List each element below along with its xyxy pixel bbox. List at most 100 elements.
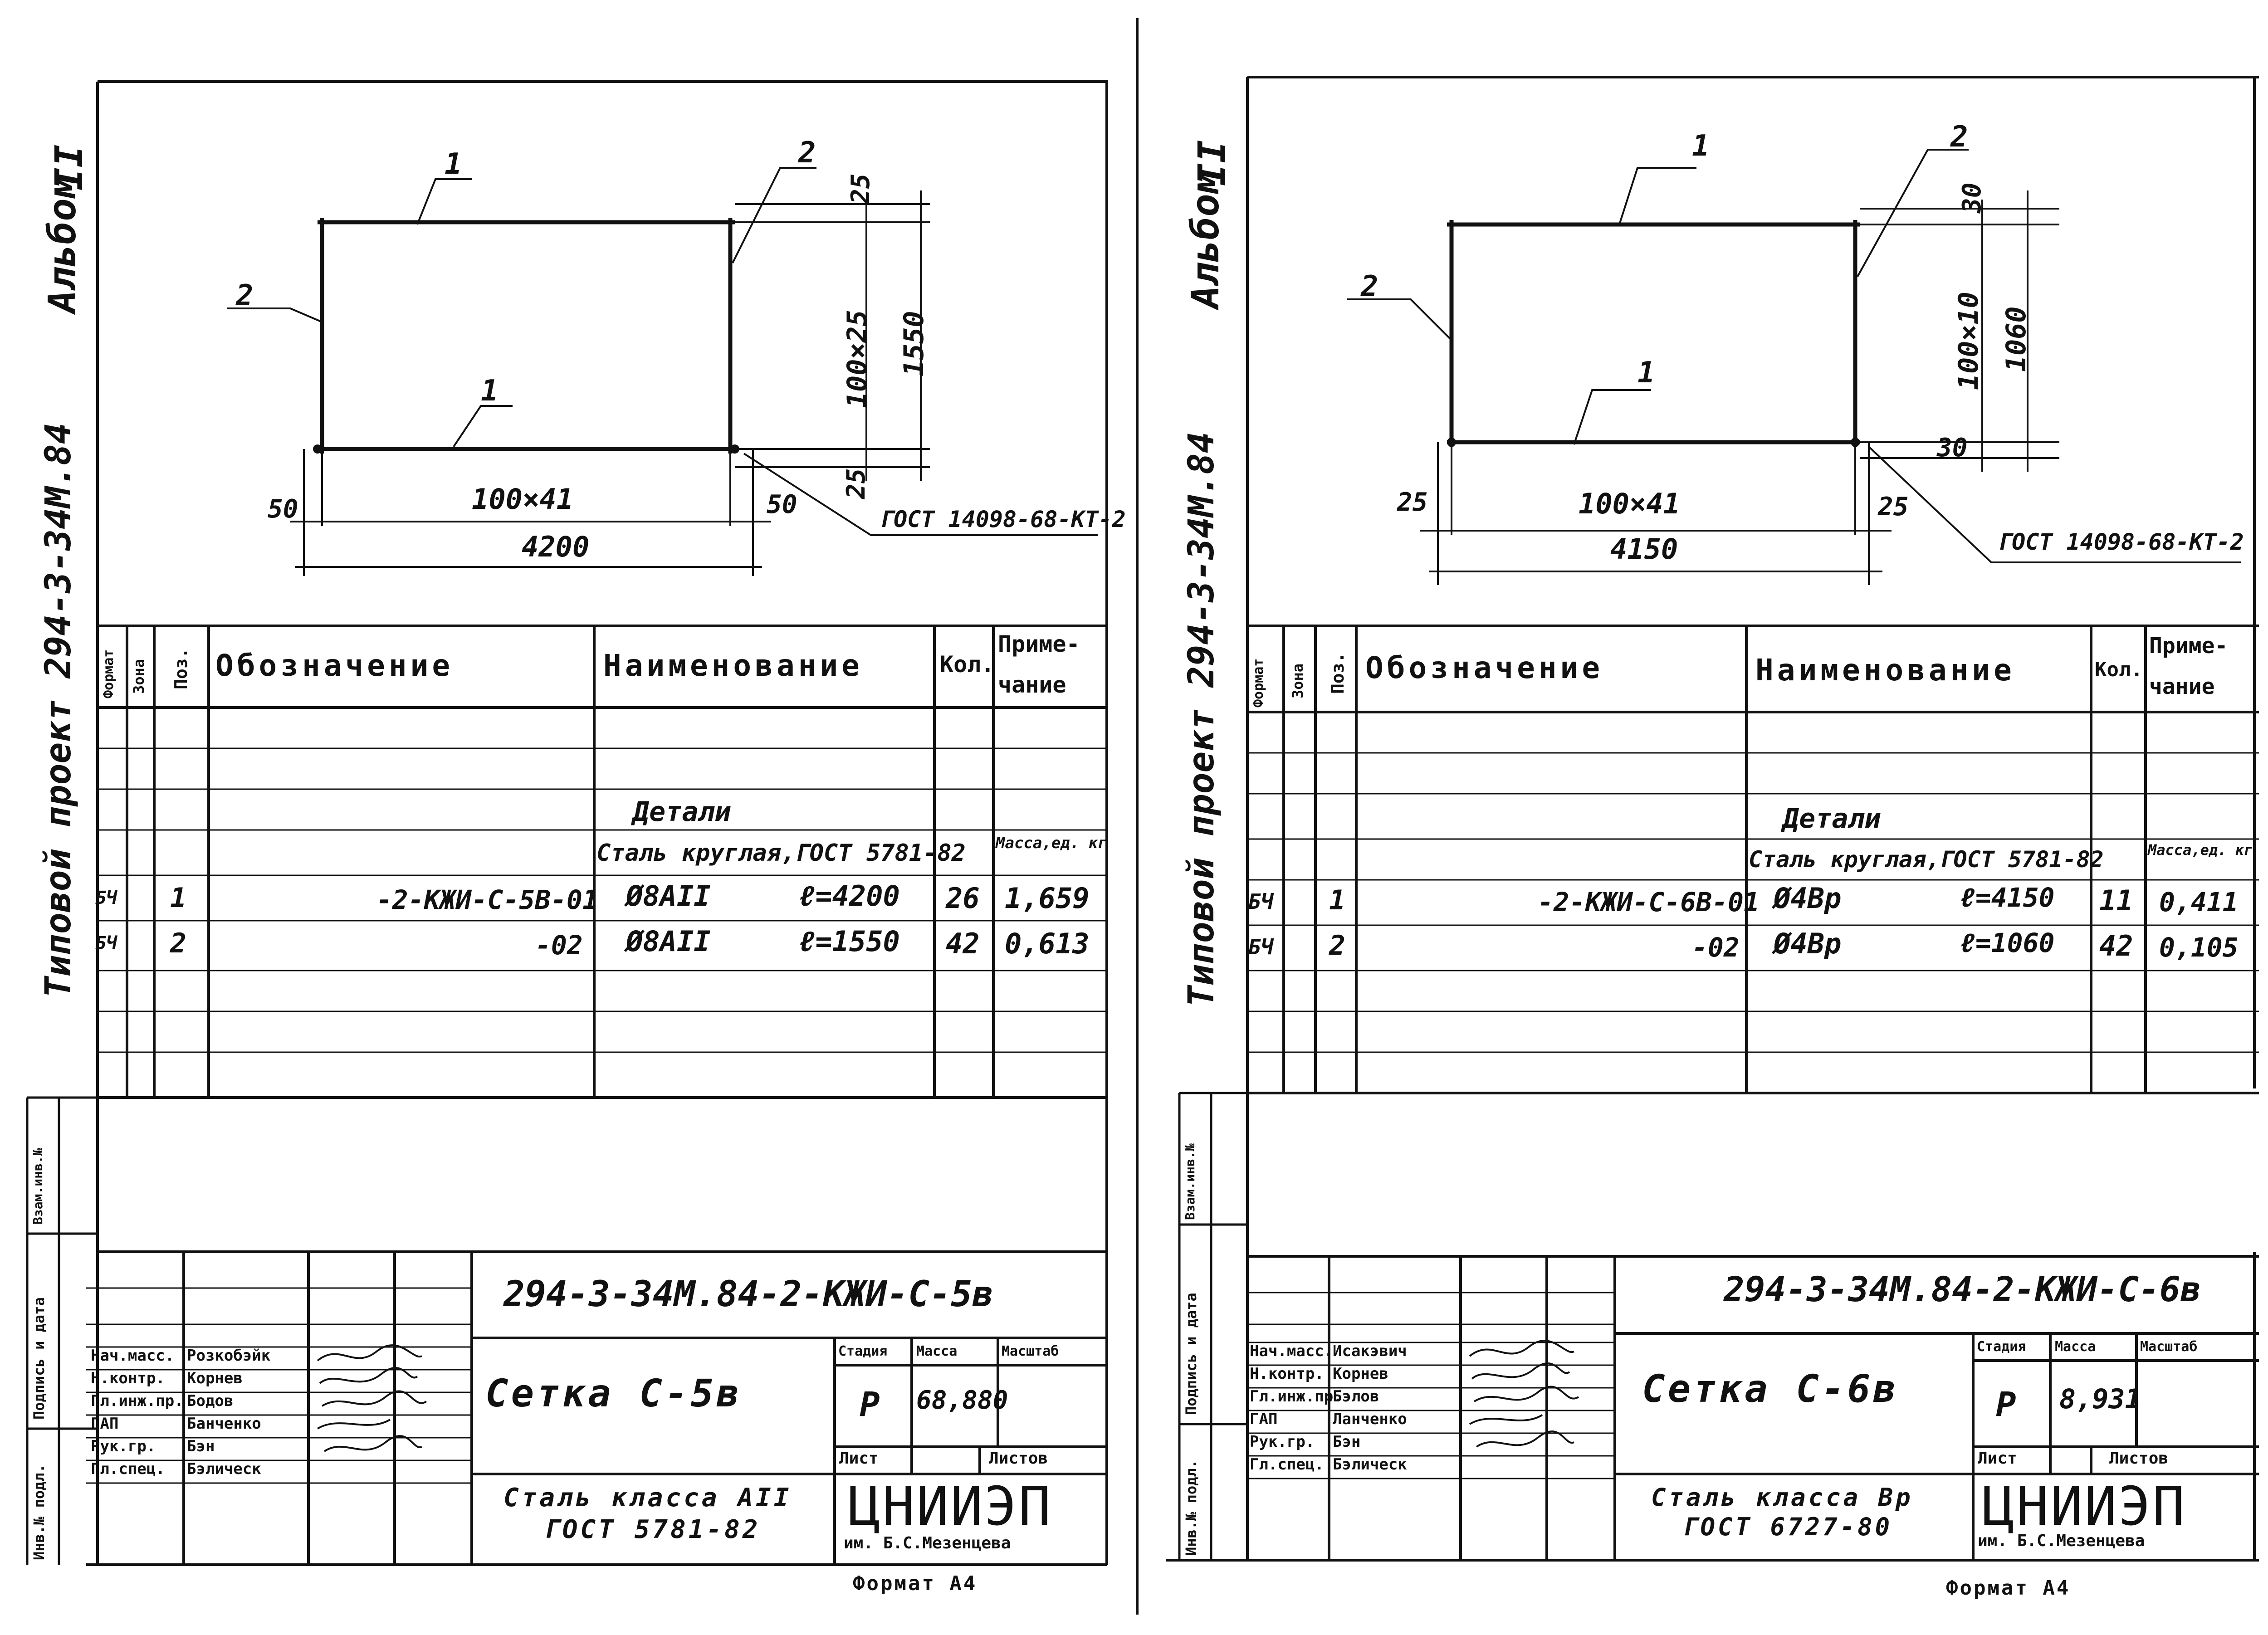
col-scale: Масштаб (2140, 1339, 2198, 1355)
dim-length-total: 4200 (522, 530, 590, 563)
row2-format: БЧ (95, 933, 117, 954)
row1-len: ℓ=4200 (798, 879, 900, 913)
role-0: Нач.масс. (1250, 1342, 1334, 1360)
row2-dia: Ø8АII (626, 925, 711, 958)
signatures-right (1469, 1340, 1579, 1448)
col-lists: Листов (2109, 1449, 2169, 1468)
row2-qty: 42 (2099, 929, 2133, 962)
hdr-qty: Кол. (940, 651, 995, 678)
pos-label-1-top: 1 (445, 147, 462, 181)
person-0: Исакэвич (1333, 1342, 1407, 1360)
pos-label-1-bottom: 1 (1637, 356, 1655, 390)
person-1: Корнев (1333, 1365, 1388, 1383)
org-sub: им. Б.С.Мезенцева (1978, 1532, 2145, 1550)
dim-bottom-offset: 30 (1937, 433, 1968, 463)
format-label: Формат А4 (853, 1572, 978, 1595)
doc-code: 294-3-34М.84-2-КЖИ-С-6в (1724, 1269, 2201, 1309)
album-label: Альбом (1183, 171, 1227, 308)
col-mass: Масса (916, 1343, 958, 1359)
person-2: Бодов (187, 1392, 234, 1410)
row1-len: ℓ=4150 (1960, 882, 2055, 913)
row1-pos: 1 (1329, 884, 1346, 916)
hdr-designation: Обозначение (1365, 650, 1604, 685)
doc-code: 294-3-34М.84-2-КЖИ-С-5в (503, 1274, 994, 1315)
role-3: ГАП (1250, 1410, 1278, 1428)
row2-format: БЧ (1248, 935, 1274, 959)
role-1: Н.контр. (91, 1369, 165, 1387)
col-scale: Масштаб (1002, 1343, 1059, 1359)
role-1: Н.контр. (1250, 1365, 1324, 1383)
material: Сталь круглая,ГОСТ 5781-82 (596, 839, 966, 867)
dim-bottom-offset: 25 (841, 468, 871, 499)
stamp-inv-podl: Инв.№ подл. (30, 1464, 48, 1560)
steel-gost: ГОСТ 5781-82 (544, 1515, 761, 1544)
hdr-zone: Зона (130, 659, 147, 694)
stage-value: Р (1996, 1385, 2016, 1424)
row1-note: 1,659 (1005, 882, 1090, 915)
person-4: Бэн (187, 1437, 215, 1455)
hdr-format: Формат (101, 649, 117, 698)
stamp-sign-date: Подпись и дата (1183, 1293, 1200, 1415)
hdr-format: Формат (1251, 658, 1266, 708)
pos-label-1-top: 1 (1692, 129, 1710, 163)
hdr-designation: Обозначение (215, 648, 454, 683)
row2-pos: 2 (1329, 930, 1346, 961)
col-stage: Стадия (1977, 1339, 2026, 1355)
row1-format: БЧ (1248, 889, 1274, 914)
dim-horizontal-spacing: 100×41 (1579, 487, 1680, 520)
dim-height-total: 1060 (2000, 306, 2032, 372)
person-4: Бэн (1333, 1433, 1361, 1451)
dim-vertical-spacing: 100×25 (841, 310, 873, 408)
dim-right-overhang: 25 (1878, 492, 1909, 522)
row1-pos: 1 (170, 882, 187, 914)
stamp-vzam-inv: Взам.инв.№ (1183, 1143, 1198, 1220)
weld-gost: ГОСТ 14098-68-КТ-2 (1998, 529, 2244, 555)
col-list: Лист (1978, 1449, 2017, 1468)
dim-left-overhang: 50 (268, 494, 298, 524)
dim-top-offset: 25 (846, 173, 875, 204)
row1-dia: Ø8АII (626, 879, 711, 913)
stamp-sign-date: Подпись и дата (30, 1297, 48, 1420)
hdr-note-2: чание (2149, 674, 2215, 699)
dim-right-overhang: 50 (767, 490, 797, 519)
group-title: Детали (633, 796, 731, 828)
role-2: Гл.инж.пр. (1250, 1387, 1343, 1406)
row1-dia: Ø4Вр (1774, 882, 1842, 915)
role-3: ГАП (91, 1415, 119, 1433)
org-sub: им. Б.С.Мезенцева (844, 1534, 1011, 1552)
person-1: Корнев (187, 1369, 243, 1387)
role-5: Гл.спец. (1250, 1455, 1324, 1474)
pos-label-1-bottom: 1 (481, 374, 499, 408)
person-5: Бэлическ (187, 1460, 261, 1478)
weld-gost: ГОСТ 14098-68-КТ-2 (880, 506, 1126, 532)
hdr-pos: Поз. (171, 648, 191, 689)
pos-label-2-right: 2 (798, 136, 816, 170)
dim-left-overhang: 25 (1397, 488, 1428, 517)
row2-designation: -02 (535, 930, 583, 961)
hdr-note-1: Приме- (998, 631, 1080, 657)
group-title: Детали (1783, 803, 1881, 835)
dim-vertical-spacing: 100×10 (1953, 292, 1984, 390)
pos-label-2-right: 2 (1950, 120, 1968, 154)
row2-pos: 2 (170, 927, 187, 959)
org-logo: ЦНИИЭП (848, 1475, 1053, 1537)
album-number: II (1190, 140, 1234, 186)
album-number: II (47, 144, 91, 190)
person-3: Банченко (187, 1415, 261, 1433)
dim-top-offset: 30 (1957, 182, 1987, 213)
sheet-left-linework (26, 80, 1108, 1566)
org-logo: ЦНИИЭП (1982, 1475, 2187, 1537)
dim-length-total: 4150 (1610, 532, 1678, 566)
col-list: Лист (839, 1449, 879, 1468)
row2-note: 0,105 (2159, 932, 2239, 963)
steel-class: Сталь класса АII (503, 1483, 792, 1513)
sheet-title: Сетка С-5в (485, 1371, 742, 1415)
steel-gost: ГОСТ 6727-80 (1683, 1513, 1893, 1541)
series-project: Типовой проект 294-3-34М.84 (38, 423, 79, 998)
person-2: Бэлов (1333, 1387, 1379, 1406)
row2-len: ℓ=1060 (1960, 927, 2055, 958)
role-4: Рук.гр. (1250, 1433, 1315, 1451)
hdr-pos: Поз. (1328, 652, 1348, 694)
col-mass: Масса (2055, 1339, 2096, 1355)
row2-designation: -02 (1692, 932, 1740, 963)
